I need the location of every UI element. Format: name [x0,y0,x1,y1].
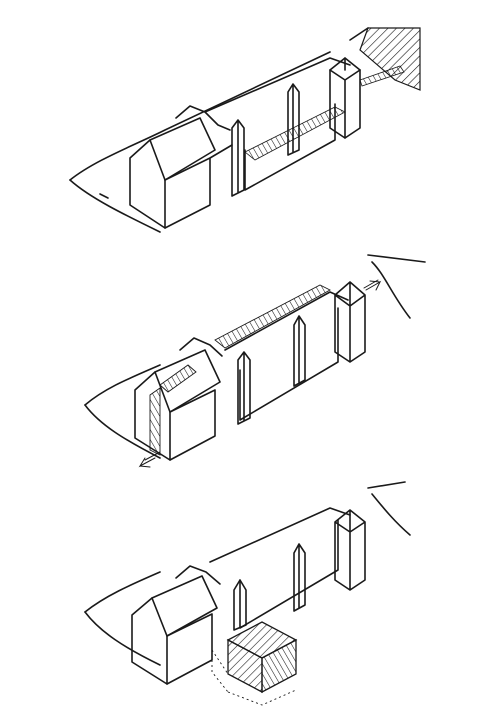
obelisk-pillar-2 [231,119,245,197]
panel-3-new-volume [84,481,411,706]
house-gable-front [134,371,171,461]
wall-front [239,307,339,421]
wall-front [244,103,336,191]
passage-hatched-far [359,65,405,87]
ground-tick [99,193,109,199]
obelisk-pillar-2 [233,579,247,631]
ground-line-front [69,179,161,233]
house-roof [149,117,216,181]
house-roof [154,349,221,413]
wall-front [239,519,339,629]
obelisk-pillar-2 [237,351,251,425]
wall-top [224,291,349,351]
neighbor-outline [367,254,426,319]
gate-tower [334,281,366,363]
ground-line [84,364,161,406]
obelisk-pillar-1 [293,315,306,387]
house-side [169,389,216,461]
strip-hatched-left [149,387,161,456]
arrow-left-icon [138,451,161,468]
new-volume-side [261,638,297,694]
dashed-footprint [211,649,297,706]
strip-hatched-roof [159,364,197,393]
ground-line-front [84,404,161,459]
ground-line [69,51,331,181]
house-dormers [179,337,223,357]
house-side [166,613,213,685]
obelisk-pillar-1 [293,543,306,612]
neighbor-building-hatched [359,27,421,91]
wall-top [209,507,351,563]
house-gable-front [129,139,166,229]
wall-top-back [204,57,351,113]
house-gable-front [131,597,168,685]
neighbor-outline [367,481,411,536]
house-roof [151,575,218,637]
obelisk-pillar-1 [287,83,300,156]
strip-hatched-top [214,284,331,349]
panel-2-widening [84,254,426,468]
house-dormers [175,565,221,585]
gate-tower-cap [329,57,361,139]
house-side [164,144,233,229]
neighbor-edge [349,27,369,41]
ground-line-front [84,611,161,666]
ground-line [84,571,161,613]
gate-tower [334,509,366,591]
panel-1-existing [69,27,421,233]
house-dormers [175,105,231,131]
arrow-right-icon [363,279,382,291]
